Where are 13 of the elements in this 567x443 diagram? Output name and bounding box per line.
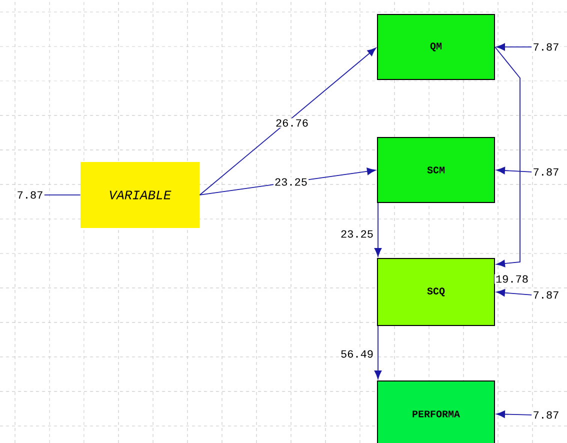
arrow	[199, 48, 376, 196]
arrow	[496, 289, 532, 296]
arrow	[496, 166, 532, 174]
arrow	[374, 326, 382, 380]
arrow	[494, 46, 520, 268]
arrow	[374, 202, 382, 257]
arrow	[496, 410, 532, 418]
construct-box: SCM	[377, 136, 495, 203]
construct-box: PERFORMA	[377, 380, 495, 443]
construct-box: SCQ	[377, 258, 495, 326]
variable-box: VARIABLE	[80, 162, 200, 228]
arrow	[496, 43, 532, 51]
construct-box: QM	[377, 14, 495, 80]
